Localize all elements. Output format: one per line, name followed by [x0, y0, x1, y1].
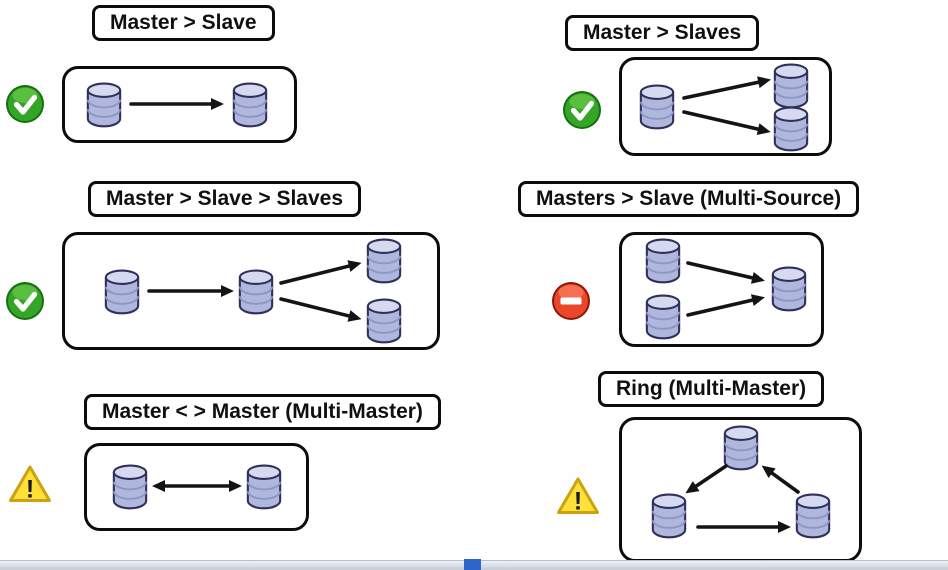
- panel-title-text: Ring (Multi-Master): [616, 377, 807, 400]
- warning-icon: !: [8, 464, 52, 504]
- arrow-master-to-slave: [147, 285, 234, 297]
- timeline-position-marker[interactable]: [464, 559, 481, 570]
- diagram-master-slave: [62, 66, 297, 143]
- database-icon-master-left: [112, 464, 148, 510]
- supported-icon: [5, 84, 45, 124]
- arrow-right-to-top: [761, 465, 800, 494]
- database-icon-master-right: [795, 493, 831, 539]
- arrow-to-slave-bottom: [682, 110, 771, 135]
- warning-exclamation: !: [26, 476, 34, 504]
- database-icon-slave: [232, 82, 268, 128]
- database-icon-master-bottom: [645, 294, 681, 340]
- panel-title-text: Master < > Master (Multi-Master): [102, 400, 423, 423]
- arrow-left-to-right: [696, 521, 791, 533]
- database-icon-slave-bottom: [366, 298, 402, 344]
- database-icon-master: [639, 84, 675, 130]
- arrow-master-bottom-to-slave: [686, 294, 765, 317]
- panel-title-master-slave: Master > Slave: [92, 5, 275, 41]
- arrow-master-top-to-slave: [686, 261, 765, 284]
- database-icon-slave-top: [773, 63, 809, 109]
- diagram-multi-source: [619, 232, 824, 347]
- database-icon-master-left: [651, 493, 687, 539]
- arrow-to-slave-top: [682, 76, 772, 100]
- panel-title-multi-master: Master < > Master (Multi-Master): [84, 394, 441, 430]
- panel-title-text: Masters > Slave (Multi-Source): [536, 187, 842, 210]
- database-icon-slave-top: [366, 238, 402, 284]
- supported-icon: [5, 281, 45, 321]
- arrow-master-to-slave: [129, 98, 224, 110]
- video-timeline-bar[interactable]: [0, 559, 948, 570]
- not-supported-icon: [551, 281, 591, 321]
- arrow-to-slave-bottom: [279, 297, 362, 322]
- warning-icon: !: [556, 476, 600, 516]
- panel-title-master-slave-slaves: Master > Slave > Slaves: [88, 181, 361, 217]
- arrow-top-to-left: [685, 464, 728, 494]
- panel-title-multi-source: Masters > Slave (Multi-Source): [518, 181, 860, 217]
- diagram-master-slaves: [619, 57, 832, 156]
- panel-title-text: Master > Slave: [110, 11, 257, 34]
- database-icon-slave-bottom: [773, 106, 809, 152]
- diagram-multi-master: [84, 443, 309, 531]
- supported-icon: [562, 90, 602, 130]
- arrow-bidirectional: [152, 480, 242, 492]
- database-icon-relay-slave: [238, 269, 274, 315]
- diagram-master-slave-slaves: [62, 232, 440, 350]
- database-icon-master-top: [645, 238, 681, 284]
- database-icon-master-right: [246, 464, 282, 510]
- arrow-to-slave-top: [279, 260, 362, 285]
- warning-exclamation: !: [574, 488, 582, 516]
- panel-title-text: Master > Slaves: [583, 21, 742, 44]
- database-icon-master: [104, 269, 140, 315]
- diagram-ring-multi-master: [619, 417, 862, 562]
- database-icon-slave: [771, 266, 807, 312]
- database-icon-master: [86, 82, 122, 128]
- panel-title-master-slaves: Master > Slaves: [565, 15, 760, 51]
- panel-title-text: Master > Slave > Slaves: [106, 187, 343, 210]
- panel-title-ring: Ring (Multi-Master): [598, 371, 825, 407]
- database-icon-master-top: [723, 425, 759, 471]
